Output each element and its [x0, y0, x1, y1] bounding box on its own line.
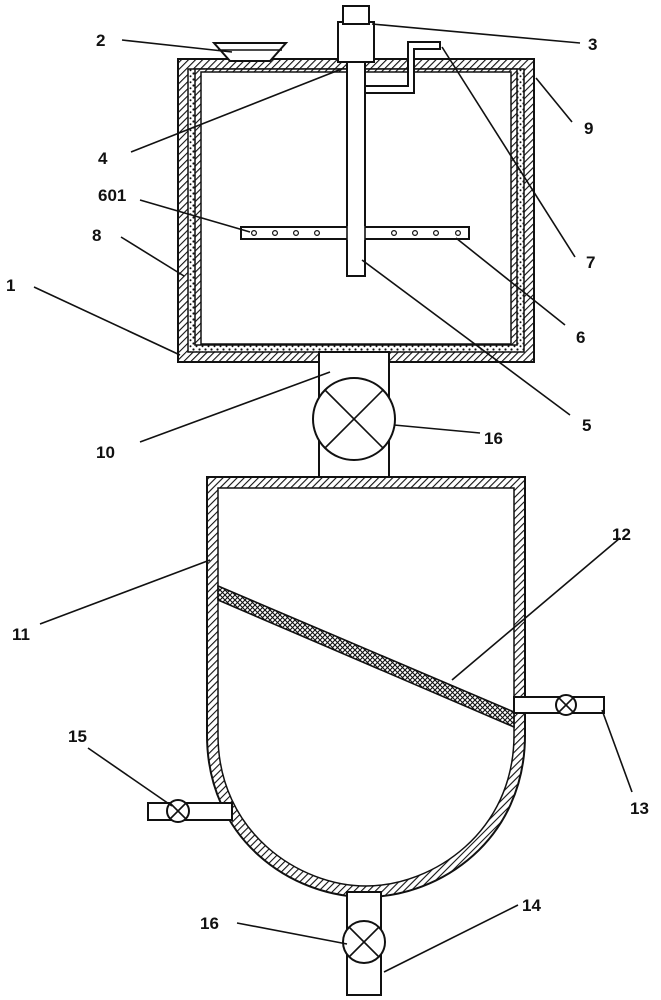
- stirring-shaft: [346, 61, 366, 277]
- label-13: 13: [630, 799, 649, 818]
- spray-hole: [272, 230, 279, 237]
- label-8: 8: [92, 226, 101, 245]
- label-16-lower: 16: [200, 914, 219, 933]
- spray-hole: [455, 230, 462, 237]
- upper-valve: [312, 377, 396, 461]
- label-4: 4: [98, 149, 108, 168]
- label-3: 3: [588, 35, 597, 54]
- spray-hole: [433, 230, 440, 237]
- label-12: 12: [612, 525, 631, 544]
- spray-hole: [293, 230, 300, 237]
- label-11: 11: [12, 625, 30, 644]
- label-14: 14: [522, 896, 541, 915]
- spray-hole: [314, 230, 321, 237]
- spray-hole: [251, 230, 258, 237]
- inclined-filter-screen: [217, 584, 515, 729]
- spray-hole: [391, 230, 398, 237]
- motor: [337, 5, 375, 63]
- label-9: 9: [584, 119, 593, 138]
- label-16-upper: 16: [484, 429, 503, 448]
- label-6: 6: [576, 328, 585, 347]
- label-15: 15: [68, 727, 87, 746]
- side-outlet-left: [147, 799, 233, 823]
- feed-pipe: [363, 41, 441, 94]
- label-601: 601: [98, 186, 126, 205]
- spray-hole: [412, 230, 419, 237]
- bottom-outlet: [342, 891, 386, 996]
- feed-funnel: [211, 42, 289, 62]
- label-1: 1: [6, 276, 15, 295]
- label-7: 7: [586, 253, 595, 272]
- label-5: 5: [582, 416, 591, 435]
- label-2: 2: [96, 31, 105, 50]
- lower-tank-cavity: [217, 487, 515, 887]
- leader-lines: [33, 23, 633, 973]
- label-10: 10: [96, 443, 115, 462]
- lower-tank: [206, 476, 526, 899]
- side-outlet-right: [513, 694, 605, 716]
